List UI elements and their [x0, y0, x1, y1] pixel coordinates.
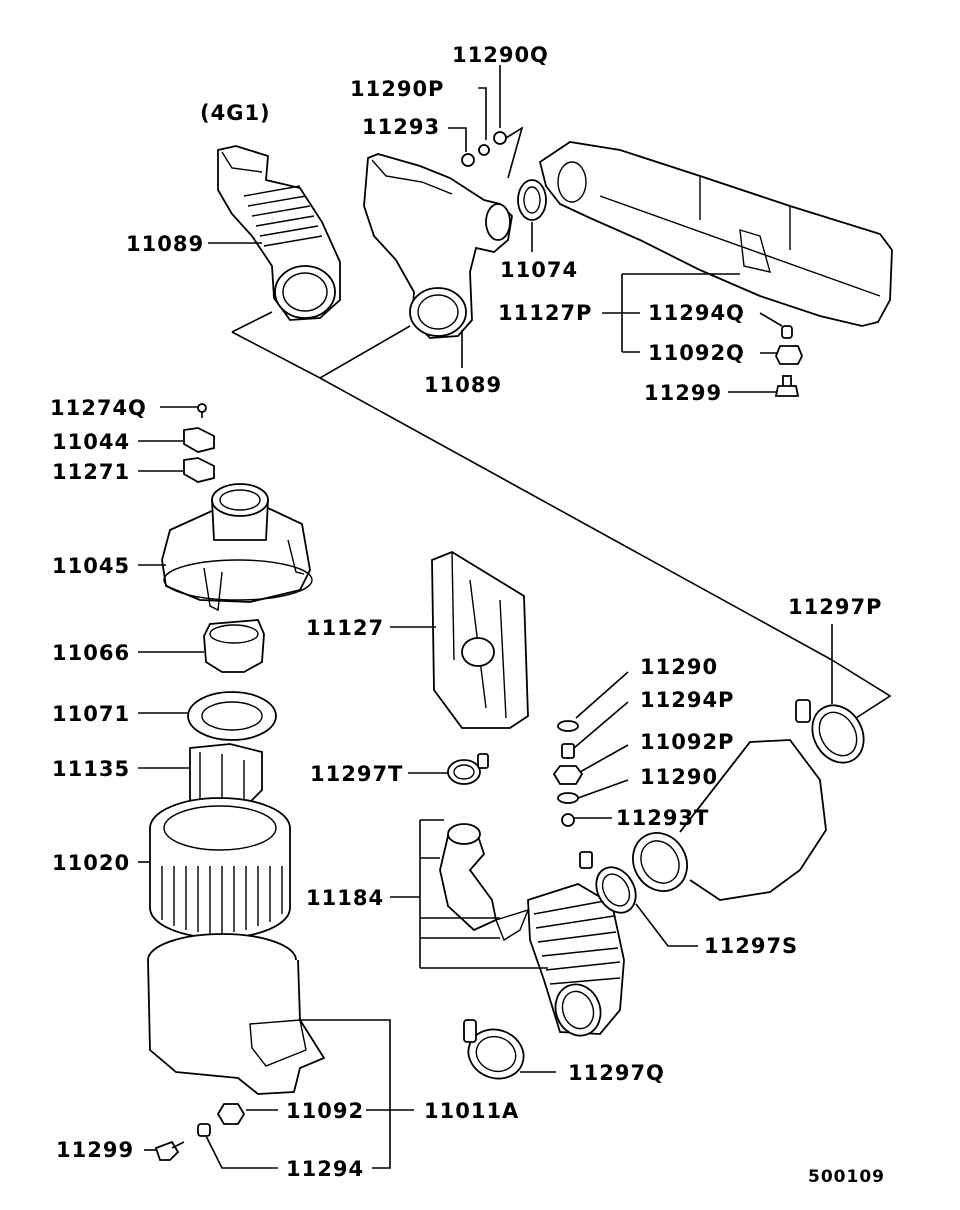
label-11290-b: 11290 [640, 765, 718, 789]
air-cleaner-case-11011a-part [147, 933, 326, 1095]
clamp-11297p-part [795, 699, 865, 764]
label-11011a: 11011A [424, 1099, 519, 1123]
leader-lines [138, 65, 892, 1169]
label-11089: 11089 [424, 373, 502, 397]
label-11092p: 11092P [640, 730, 734, 754]
screw-11274q-part [197, 403, 207, 418]
label-11092: 11092 [286, 1099, 364, 1123]
label-11074: 11074 [500, 258, 578, 282]
air-cleaner-body-part [632, 739, 827, 901]
label-11297s: 11297S [704, 934, 798, 958]
clip-11044-part [183, 427, 215, 453]
label-11071: 11071 [52, 702, 130, 726]
air-intake-duct-part [363, 153, 513, 339]
washer-11290b-part [557, 792, 579, 804]
air-cleaner-cover-11045-part [161, 483, 313, 612]
label-11274q: 11274Q [50, 396, 147, 420]
nut-11293t-part [561, 813, 575, 827]
label-11135: 11135 [52, 757, 130, 781]
air-filter-element-11020-part [149, 797, 291, 939]
label-11045: 11045 [52, 554, 130, 578]
spacer-11294p-part [561, 743, 575, 759]
label-11127p: 11127P [498, 301, 592, 325]
washer-11294q-part [781, 325, 793, 339]
bolt-11299b-part [154, 1140, 185, 1161]
clamp-11297s-part [579, 851, 637, 914]
label-11294: 11294 [286, 1157, 364, 1181]
nut-11293-part [461, 153, 475, 167]
label-11127: 11127 [306, 616, 384, 640]
label-11293: 11293 [362, 115, 440, 139]
label-11299-bottom: 11299 [56, 1138, 134, 1162]
washer-11290q-part [493, 131, 507, 145]
label-11297t: 11297T [310, 762, 403, 786]
part-labels: (4G1) 11290Q 11290P 11293 11089 11074 11… [50, 43, 885, 1187]
variant-label: (4G1) [200, 101, 271, 125]
label-11293t: 11293T [616, 806, 709, 830]
label-11297p: 11297P [788, 595, 882, 619]
label-11184: 11184 [306, 886, 384, 910]
washer-11290p-part [478, 144, 490, 156]
label-11290q: 11290Q [452, 43, 549, 67]
nut-11092q-part [775, 345, 803, 365]
gasket-11071-part [187, 691, 277, 741]
clip-11271-part [183, 457, 215, 483]
diagram-code: 500109 [808, 1167, 885, 1187]
label-11290-a: 11290 [640, 655, 718, 679]
washer-11290a-part [557, 720, 579, 732]
label-11294p: 11294P [640, 688, 734, 712]
label-11020: 11020 [52, 851, 130, 875]
label-11092q: 11092Q [648, 341, 745, 365]
label-11044: 11044 [52, 430, 130, 454]
intake-hose-4g1-part [217, 145, 341, 321]
grommet-11066-part [203, 619, 265, 673]
label-11089-4g1: 11089 [126, 232, 204, 256]
label-11299-top: 11299 [644, 381, 722, 405]
label-11066: 11066 [52, 641, 130, 665]
clamp-11297t-part [447, 753, 489, 785]
resonator-11127-part [431, 550, 529, 729]
hose-assembly-11184-part [439, 823, 625, 1037]
nut-11092-part [216, 1103, 246, 1125]
bolt-11299-part [774, 375, 800, 397]
clamp-11297q-part [463, 1019, 525, 1080]
label-11271: 11271 [52, 460, 130, 484]
resonator-11127p-part [538, 141, 893, 327]
label-11294q: 11294Q [648, 301, 745, 325]
seal-ring-11074-part [517, 179, 547, 221]
label-11297q: 11297Q [568, 1061, 665, 1085]
nut-11092p-part [552, 765, 584, 785]
label-11290p: 11290P [350, 77, 444, 101]
washer-11294-part [197, 1123, 211, 1137]
